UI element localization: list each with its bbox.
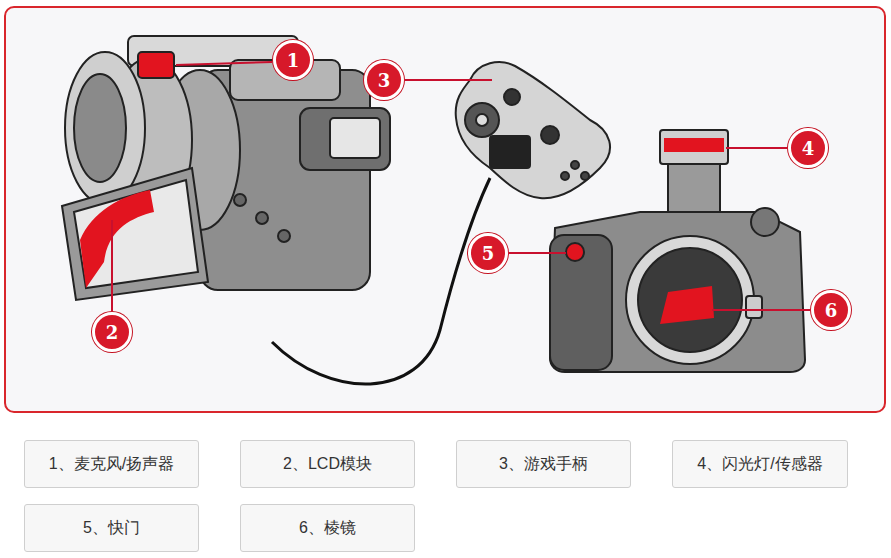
button bbox=[278, 230, 290, 242]
button bbox=[234, 194, 246, 206]
viewfinder bbox=[300, 108, 390, 170]
stick bbox=[541, 126, 559, 144]
gamepad-body bbox=[456, 62, 610, 198]
dpad bbox=[465, 103, 499, 137]
leader-line bbox=[176, 62, 272, 65]
callout-number: 5 bbox=[468, 233, 508, 273]
lens-mount bbox=[626, 236, 754, 364]
dslr-camera bbox=[550, 130, 805, 372]
mirror-highlight bbox=[660, 286, 714, 324]
mount-opening bbox=[638, 248, 742, 352]
callout-text: 2 bbox=[106, 322, 119, 343]
leader-line bbox=[111, 220, 113, 311]
callout-number: 3 bbox=[364, 60, 404, 100]
flash-highlight bbox=[664, 138, 724, 152]
lens-glass bbox=[74, 74, 126, 182]
label-box: 3、游戏手柄 bbox=[456, 440, 631, 488]
lens-release bbox=[746, 296, 762, 318]
gamepad-screen bbox=[490, 136, 530, 168]
callout-text: 3 bbox=[378, 70, 391, 91]
leader-line bbox=[726, 147, 787, 149]
mode-dial bbox=[751, 208, 779, 236]
callout-text: 6 bbox=[825, 300, 838, 321]
label-text: 3、游戏手柄 bbox=[499, 454, 588, 475]
label-box: 5、快门 bbox=[24, 504, 199, 552]
face-button bbox=[581, 172, 589, 180]
viewfinder-glass bbox=[330, 118, 380, 158]
lcd-highlight bbox=[80, 190, 154, 288]
label-box: 4、闪光灯/传感器 bbox=[672, 440, 848, 488]
leader-lines bbox=[112, 62, 810, 311]
gamepad bbox=[456, 62, 610, 198]
microphone-highlight bbox=[138, 52, 174, 78]
panel bbox=[5, 7, 885, 412]
stick bbox=[504, 89, 520, 105]
button bbox=[256, 212, 268, 224]
leader-line bbox=[509, 252, 566, 254]
callout-text: 5 bbox=[482, 243, 495, 264]
lcd-frame bbox=[62, 168, 208, 300]
grip bbox=[550, 235, 612, 370]
flash-head bbox=[660, 130, 728, 164]
callout-number: 6 bbox=[811, 290, 851, 330]
callout-text: 4 bbox=[802, 138, 815, 159]
label-box: 1、麦克风/扬声器 bbox=[24, 440, 199, 488]
face-button bbox=[561, 172, 569, 180]
lens-front bbox=[65, 52, 145, 204]
label-box: 6、棱镜 bbox=[240, 504, 415, 552]
label-text: 4、闪光灯/传感器 bbox=[697, 454, 822, 475]
callout-text: 1 bbox=[287, 50, 300, 71]
callout-number: 2 bbox=[92, 312, 132, 352]
label-text: 5、快门 bbox=[83, 518, 140, 539]
label-text: 2、LCD模块 bbox=[283, 454, 372, 475]
leader-line bbox=[712, 309, 810, 311]
label-text: 6、棱镜 bbox=[299, 518, 356, 539]
shutter-highlight bbox=[566, 243, 584, 261]
lcd-screen bbox=[74, 180, 198, 288]
label-box: 2、LCD模块 bbox=[240, 440, 415, 488]
flash-arm bbox=[668, 160, 720, 218]
callout-number: 4 bbox=[788, 128, 828, 168]
leader-line bbox=[405, 79, 492, 81]
label-text: 1、麦克风/扬声器 bbox=[49, 454, 174, 475]
dpad-center bbox=[476, 114, 488, 126]
callout-number: 1 bbox=[273, 40, 313, 80]
face-button bbox=[571, 161, 579, 169]
